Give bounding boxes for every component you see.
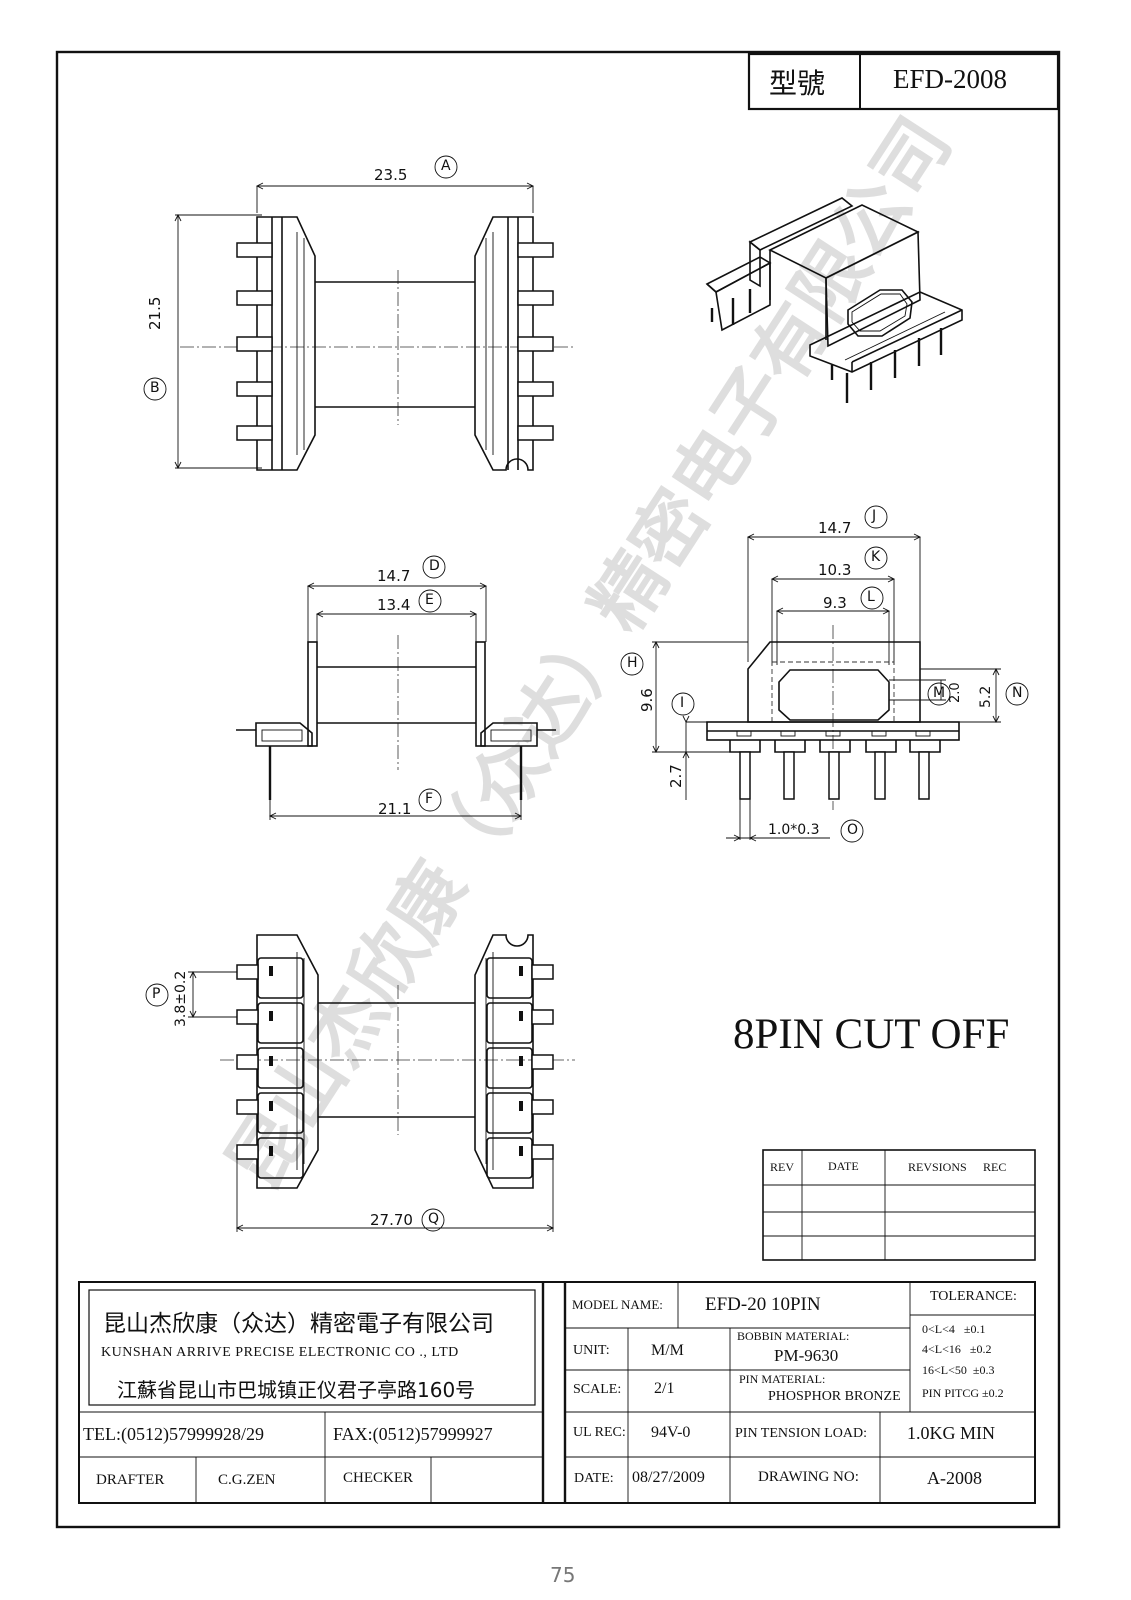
model-name-label: MODEL NAME: bbox=[572, 1297, 663, 1312]
tolerance-title: TOLERANCE: bbox=[930, 1289, 1017, 1304]
scale-label: SCALE: bbox=[573, 1382, 622, 1397]
dim-q-value: 27.70 bbox=[370, 1211, 413, 1229]
top-view bbox=[143, 155, 575, 471]
model-header-box bbox=[747, 52, 1060, 111]
drawing-no-label: DRAWING NO: bbox=[758, 1469, 859, 1485]
date-header: DATE bbox=[828, 1159, 859, 1173]
dim-i-value: 2.7 bbox=[667, 764, 685, 788]
tolerance-row: PIN PITCG ±0.2 bbox=[922, 1386, 1004, 1400]
dim-e-tag: E bbox=[425, 592, 434, 608]
drawing-no-value: A-2008 bbox=[927, 1468, 982, 1488]
side-view bbox=[236, 555, 556, 820]
dim-j-value: 14.7 bbox=[818, 519, 852, 537]
dim-i-tag: I bbox=[680, 695, 685, 711]
dim-p-tag: P bbox=[152, 986, 161, 1002]
dim-e-value: 13.4 bbox=[377, 596, 411, 614]
dim-f-value: 21.1 bbox=[378, 800, 412, 818]
dim-l-value: 9.3 bbox=[823, 594, 847, 612]
rec-header: REC bbox=[983, 1160, 1007, 1174]
date-value: 08/27/2009 bbox=[632, 1469, 705, 1486]
company-fax: FAX:(0512)57999927 bbox=[333, 1424, 493, 1444]
model-label: 型號 bbox=[769, 69, 826, 100]
company-name-cn: 昆山杰欣康（众达）精密電子有限公司 bbox=[103, 1311, 494, 1337]
page-number: 75 bbox=[550, 1563, 576, 1587]
checker-label: CHECKER bbox=[343, 1470, 414, 1486]
dim-o-tag: O bbox=[847, 822, 859, 838]
drawing-border bbox=[55, 50, 1061, 1529]
dim-h-value: 9.6 bbox=[638, 688, 656, 712]
tolerance-row: 4<L<16 ±0.2 bbox=[922, 1342, 992, 1356]
title-block bbox=[78, 1281, 1036, 1504]
company-address: 江蘇省昆山市巴城镇正仪君子亭路160号 bbox=[117, 1378, 476, 1402]
dim-m-tag: M bbox=[933, 685, 946, 701]
tolerance-row: 0<L<4 ±0.1 bbox=[922, 1322, 986, 1336]
unit-value: M/M bbox=[651, 1342, 684, 1359]
dim-b-value: 21.5 bbox=[146, 296, 164, 330]
ul-rec-label: UL REC: bbox=[573, 1425, 626, 1440]
dim-a-value: 23.5 bbox=[374, 166, 408, 184]
revisions-header: REVSIONS bbox=[908, 1160, 967, 1174]
pin-tension-label: PIN TENSION LOAD: bbox=[735, 1426, 867, 1441]
end-view bbox=[620, 505, 1029, 843]
pin-material-value: PHOSPHOR BRONZE bbox=[768, 1389, 901, 1404]
model-name-value: EFD-20 10PIN bbox=[705, 1294, 821, 1315]
dim-n-tag: N bbox=[1012, 685, 1023, 701]
dim-k-tag: K bbox=[871, 549, 881, 565]
model-value: EFD-2008 bbox=[893, 64, 1007, 94]
drafter-value: C.G.ZEN bbox=[218, 1472, 276, 1488]
dim-h-tag: H bbox=[627, 655, 638, 671]
dim-k-value: 10.3 bbox=[818, 561, 852, 579]
rev-header: REV bbox=[770, 1160, 794, 1174]
bottom-view bbox=[145, 934, 575, 1232]
pin-material-label: PIN MATERIAL: bbox=[739, 1372, 826, 1386]
dim-l-tag: L bbox=[867, 589, 875, 605]
dim-d-value: 14.7 bbox=[377, 567, 411, 585]
dim-a-tag: A bbox=[441, 158, 451, 174]
dim-d-tag: D bbox=[429, 558, 440, 574]
date-label: DATE: bbox=[574, 1471, 614, 1486]
bobbin-material-label: BOBBIN MATERIAL: bbox=[737, 1329, 850, 1343]
tolerance-row: 16<L<50 ±0.3 bbox=[922, 1363, 995, 1377]
revision-table bbox=[762, 1149, 1036, 1261]
ul-rec-value: 94V-0 bbox=[651, 1424, 691, 1441]
dim-q-tag: Q bbox=[428, 1211, 440, 1227]
pin-tension-value: 1.0KG MIN bbox=[907, 1423, 995, 1443]
dim-p-value: 3.8±0.2 bbox=[173, 970, 189, 1027]
dim-f-tag: F bbox=[425, 791, 434, 807]
dim-o-value: 1.0*0.3 bbox=[768, 822, 820, 838]
company-name-en: KUNSHAN ARRIVE PRECISE ELECTRONIC CO ., … bbox=[101, 1345, 459, 1360]
drafter-label: DRAFTER bbox=[96, 1472, 165, 1488]
pin-cut-note: 8PIN CUT OFF bbox=[733, 1011, 1010, 1058]
isometric-view bbox=[705, 197, 963, 403]
scale-value: 2/1 bbox=[654, 1380, 675, 1397]
dim-n-value: 5.2 bbox=[978, 685, 994, 708]
bobbin-material-value: PM-9630 bbox=[774, 1346, 839, 1365]
dim-m-value: 2.0 bbox=[948, 682, 963, 703]
unit-label: UNIT: bbox=[573, 1343, 610, 1358]
dim-b-tag: B bbox=[150, 380, 160, 396]
company-tel: TEL:(0512)57999928/29 bbox=[83, 1424, 264, 1444]
dim-j-tag: J bbox=[872, 508, 877, 524]
